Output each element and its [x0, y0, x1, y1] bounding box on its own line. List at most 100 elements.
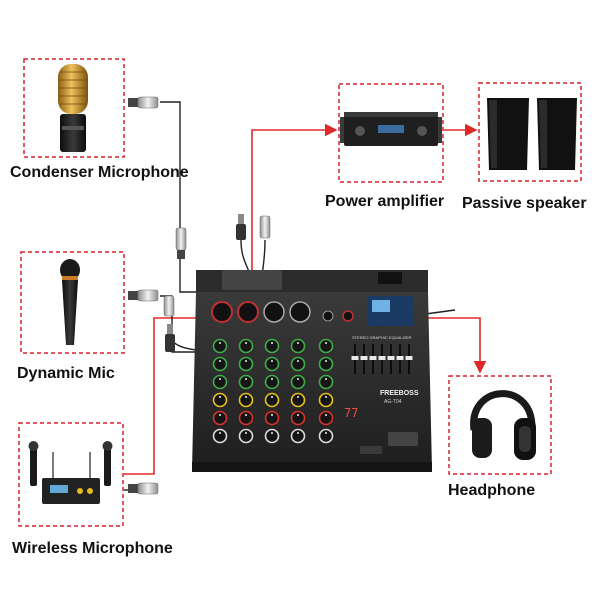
- label-passive-speaker: Passive speaker: [462, 195, 587, 212]
- dynamic-frame: [20, 251, 125, 354]
- eq-slider-cap: [396, 356, 404, 360]
- label-dynamic-mic: Dynamic Mic: [17, 365, 115, 382]
- mixer-knob: [318, 428, 334, 444]
- passive-speaker-icon: [537, 98, 577, 170]
- cable-condenser-to-mixer: [160, 101, 227, 298]
- mixer-knob-indicator: [245, 342, 247, 344]
- mixer-knob-indicator: [219, 342, 221, 344]
- mixer-knob: [290, 428, 306, 444]
- jack-plug-icon: [165, 324, 175, 352]
- mixer-knob: [212, 356, 228, 372]
- mixer-knob-indicator: [297, 414, 299, 416]
- xlr-plug-icon: [259, 215, 271, 239]
- mixer-knob: [318, 374, 334, 390]
- mixer-knob: [238, 392, 254, 408]
- cable-wireless-to-mixer: [124, 317, 215, 475]
- mixer-knob-indicator: [271, 378, 273, 380]
- mixer-knob: [212, 428, 228, 444]
- mixer-knob: [264, 392, 280, 408]
- mixer-knob-indicator: [271, 414, 273, 416]
- condenser-frame: [23, 58, 125, 158]
- mixer-knob-indicator: [297, 432, 299, 434]
- cable-to-amplifier: [251, 123, 338, 290]
- amplifier-frame: [338, 83, 444, 183]
- mixer-knob-indicator: [297, 396, 299, 398]
- mixer-knob: [212, 338, 228, 354]
- eq-slider-cap: [387, 356, 395, 360]
- mixer-knob: [238, 428, 254, 444]
- mixer-knob: [238, 374, 254, 390]
- mixer-knob: [264, 410, 280, 426]
- mixer-knob-indicator: [271, 360, 273, 362]
- mixer-knob-indicator: [271, 342, 273, 344]
- mixer-eq-title: STEREO GRAPHIC EQUALIZER: [352, 335, 412, 340]
- mixer-knob: [238, 356, 254, 372]
- label-wireless-microphone: Wireless Microphone: [12, 540, 173, 557]
- mixer-knob-indicator: [245, 396, 247, 398]
- mixer-knob-indicator: [219, 396, 221, 398]
- mixer-knob-indicator: [297, 342, 299, 344]
- xlr-plug-icon: [128, 289, 159, 302]
- headphone-icon: [470, 390, 536, 460]
- mixer-knob-indicator: [245, 432, 247, 434]
- input-jack-row: [211, 301, 354, 323]
- mixer-display-digits: 77: [344, 406, 358, 420]
- xlr-plug-icon: [163, 295, 175, 317]
- eq-slider-cap: [405, 356, 413, 360]
- label-condenser-microphone: Condenser Microphone: [10, 164, 189, 181]
- power-amplifier-icon: [340, 112, 442, 146]
- mixer-knob-indicator: [297, 378, 299, 380]
- mixer-icon: 77 STEREO GRAPHIC EQUALIZER FREEBOSS AG-…: [192, 270, 432, 472]
- mixer-knob: [212, 374, 228, 390]
- label-power-amplifier: Power amplifier: [325, 193, 444, 210]
- wireless-mic-receiver-icon: [28, 441, 113, 504]
- mixer-knob-indicator: [325, 432, 327, 434]
- mixer-knob: [290, 392, 306, 408]
- mixer-knob: [238, 338, 254, 354]
- dynamic-mic-icon: [60, 259, 80, 345]
- mixer-knob-indicator: [245, 360, 247, 362]
- mixer-knob-indicator: [271, 432, 273, 434]
- mixer-knob: [238, 410, 254, 426]
- mixer-knob-indicator: [219, 378, 221, 380]
- eq-slider-cap: [351, 356, 359, 360]
- mixer-knob-indicator: [297, 360, 299, 362]
- mixer-knob: [318, 338, 334, 354]
- passive-speaker-icon: [487, 98, 529, 170]
- mixer-knob-indicator: [325, 360, 327, 362]
- mixer-knob: [264, 356, 280, 372]
- mixer-knob: [264, 374, 280, 390]
- label-headphone: Headphone: [448, 482, 535, 499]
- mixer-knob: [318, 356, 334, 372]
- mixer-knob-indicator: [325, 414, 327, 416]
- mixer-knob: [318, 392, 334, 408]
- mixer-knob: [290, 410, 306, 426]
- mixer-knob: [212, 392, 228, 408]
- headphone-frame: [448, 375, 552, 475]
- mixer-brand: FREEBOSS: [380, 390, 419, 397]
- mixer-model: AG-T04: [384, 399, 402, 405]
- mixer-knob-indicator: [325, 342, 327, 344]
- mixer-knob-indicator: [245, 378, 247, 380]
- mixer-knob: [264, 428, 280, 444]
- eq-slider-cap: [360, 356, 368, 360]
- mixer-knob-indicator: [325, 378, 327, 380]
- mixer-knob-indicator: [219, 360, 221, 362]
- speaker-frame: [478, 82, 582, 182]
- mixer-knob-indicator: [325, 396, 327, 398]
- eq-slider-cap: [369, 356, 377, 360]
- xlr-plug-icon: [175, 227, 187, 259]
- wireless-frame: [18, 422, 124, 527]
- eq-slider-cap: [378, 356, 386, 360]
- condenser-mic-icon: [58, 64, 88, 152]
- mixer-knob: [290, 374, 306, 390]
- jack-plug-icon: [236, 214, 246, 240]
- mixer-knob-indicator: [245, 414, 247, 416]
- xlr-plug-icon: [128, 96, 159, 109]
- xlr-plug-icon: [128, 482, 159, 495]
- mixer-knob-indicator: [219, 414, 221, 416]
- cable-to-headphone: [416, 317, 487, 374]
- mixer-knob: [318, 410, 334, 426]
- mixer-knob: [290, 338, 306, 354]
